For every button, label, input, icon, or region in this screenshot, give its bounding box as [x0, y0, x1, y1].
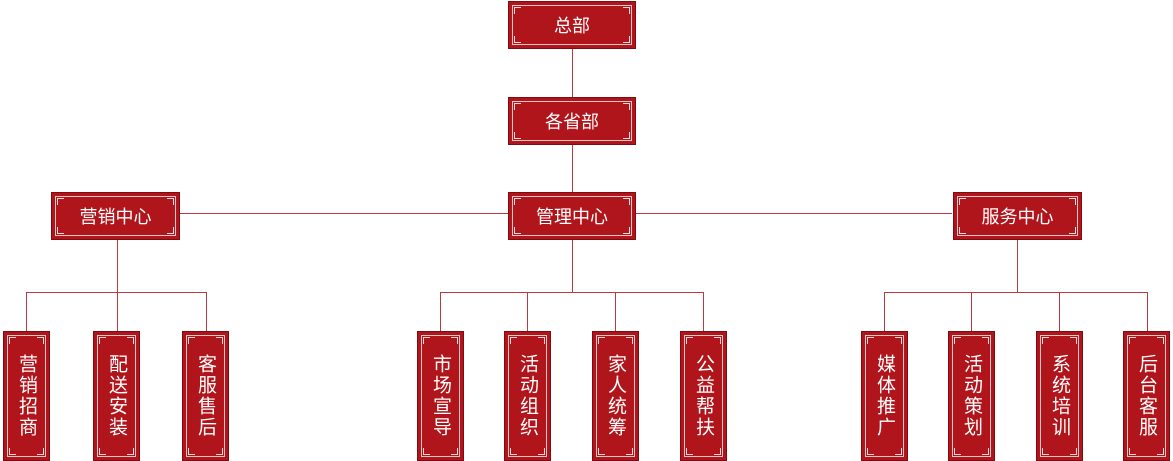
- node-label: 客服售后: [195, 354, 217, 438]
- connector-marketing-bus: [26, 292, 207, 293]
- node-label: 总部: [554, 16, 590, 37]
- node-unit-market-promotion: 市场宣导: [417, 331, 464, 461]
- node-label: 各省部: [545, 112, 599, 133]
- node-label: 市场宣导: [430, 354, 452, 438]
- connector-marketing-unit: [26, 292, 27, 332]
- node-unit-backend-support: 后台客服: [1123, 331, 1170, 461]
- node-unit-event-planning: 活动策划: [948, 331, 995, 461]
- node-unit-event-organization: 活动组织: [504, 331, 551, 461]
- node-label: 系统培训: [1049, 354, 1071, 438]
- node-label: 后台客服: [1136, 354, 1158, 438]
- connector-management-unit: [527, 292, 528, 332]
- node-unit-media-promotion: 媒体推广: [861, 331, 908, 461]
- connector-marketing-unit: [206, 292, 207, 332]
- connector-level2-management: [572, 145, 573, 193]
- node-label: 营销招商: [16, 354, 38, 438]
- connector-service-unit: [1147, 292, 1148, 332]
- node-provincial-departments: 各省部: [508, 97, 636, 145]
- connector-management-unit: [440, 292, 441, 332]
- node-label: 服务中心: [981, 207, 1054, 228]
- connector-management-unit: [703, 292, 704, 332]
- node-label: 活动组织: [517, 354, 539, 438]
- node-unit-system-training: 系统培训: [1036, 331, 1083, 461]
- connector-root-level2: [572, 48, 573, 97]
- node-unit-delivery-installation: 配送安装: [93, 331, 140, 461]
- node-label: 公益帮扶: [693, 354, 715, 438]
- connector-service-bus: [884, 292, 1148, 293]
- node-label: 管理中心: [536, 207, 608, 228]
- connector-marketing-unit: [117, 292, 118, 332]
- node-label: 配送安装: [106, 354, 128, 438]
- node-unit-charity-support: 公益帮扶: [680, 331, 727, 461]
- connector-service-unit: [971, 292, 972, 332]
- node-marketing-center: 营销中心: [51, 192, 180, 240]
- node-management-center: 管理中心: [508, 192, 636, 240]
- node-unit-family-coordination: 家人统筹: [592, 331, 639, 461]
- node-label: 家人统筹: [605, 354, 627, 438]
- connector-marketing-down: [117, 240, 118, 292]
- connector-management-bus: [440, 292, 704, 293]
- node-unit-after-sales: 客服售后: [182, 331, 229, 461]
- connector-management-down: [572, 240, 573, 292]
- connector-service-unit: [884, 292, 885, 332]
- connector-service-unit: [1059, 292, 1060, 332]
- node-headquarters: 总部: [508, 1, 636, 49]
- connector-management-unit: [615, 292, 616, 332]
- connector-service-down: [1017, 240, 1018, 292]
- node-label: 活动策划: [961, 354, 983, 438]
- node-label: 媒体推广: [874, 354, 896, 438]
- node-unit-marketing-recruitment: 营销招商: [3, 331, 50, 461]
- node-service-center: 服务中心: [953, 192, 1082, 240]
- node-label: 营销中心: [79, 207, 152, 228]
